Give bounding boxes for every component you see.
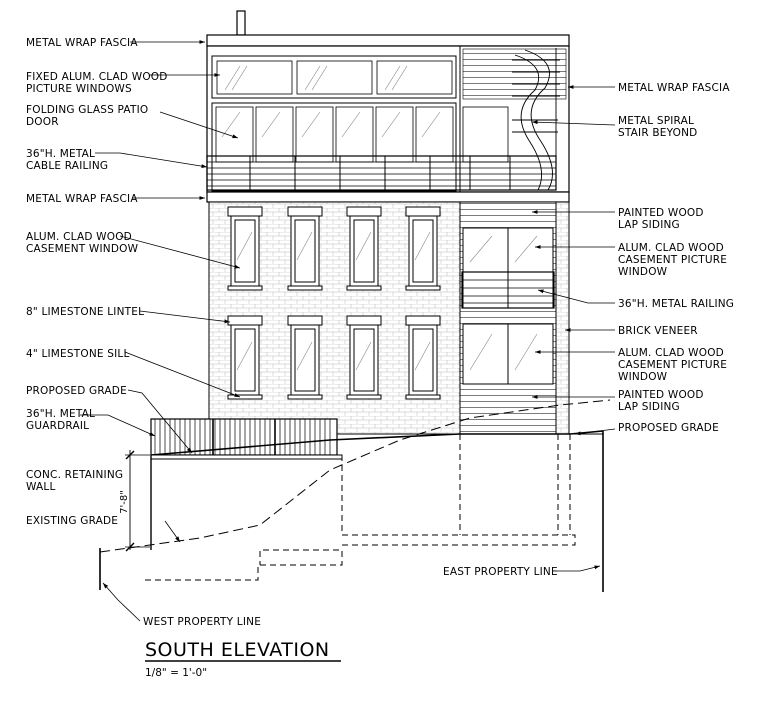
right-metal-railing: [461, 271, 555, 309]
label-patio-door-2: DOOR: [26, 116, 59, 128]
label-sill: 4" LIMESTONE SILL: [26, 348, 130, 360]
label-patio-door-1: FOLDING GLASS PATIO: [26, 104, 148, 116]
callout-labels: METAL WRAP FASCIA FIXED ALUM. CLAD WOOD …: [26, 37, 734, 628]
dimension-label: 7'-8": [119, 490, 130, 514]
title-block: SOUTH ELEVATION 1/8" = 1'-0": [145, 639, 341, 679]
metal-guardrail: [150, 418, 338, 456]
label-casement-1: ALUM. CLAD WOOD: [26, 231, 132, 243]
label-metal-railing: 36"H. METAL RAILING: [618, 298, 734, 310]
label-lap-siding-top-1: PAINTED WOOD: [618, 207, 704, 219]
label-casement-picture-top-3: WINDOW: [618, 266, 668, 278]
label-east-property-line: EAST PROPERTY LINE: [443, 566, 558, 578]
label-cable-railing-1: 36"H. METAL: [26, 148, 95, 160]
label-existing-grade: EXISTING GRADE: [26, 515, 118, 527]
height-dimension: 7'-8": [119, 450, 150, 552]
label-casement-picture-bottom-2: CASEMENT PICTURE: [618, 359, 727, 371]
label-casement-picture-top-2: CASEMENT PICTURE: [618, 254, 727, 266]
label-guardrail-2: GUARDRAIL: [26, 420, 89, 432]
vent-pipe: [236, 10, 246, 36]
cable-railing: [206, 155, 557, 191]
casement-picture-windows: [462, 227, 554, 385]
folding-patio-door: [211, 102, 457, 192]
drawing-scale: 1/8" = 1'-0": [145, 667, 207, 679]
label-lap-siding-bottom-1: PAINTED WOOD: [618, 389, 704, 401]
label-metal-wrap-fascia-mid: METAL WRAP FASCIA: [26, 193, 138, 205]
label-retaining-wall-1: CONC. RETAINING: [26, 469, 123, 481]
label-proposed-grade-right: PROPOSED GRADE: [618, 422, 719, 434]
top-fascia: [206, 34, 570, 47]
casement-windows-lower: [227, 315, 441, 400]
drawing-title: SOUTH ELEVATION: [145, 639, 330, 661]
label-casement-picture-top-1: ALUM. CLAD WOOD: [618, 242, 724, 254]
picture-windows: [211, 55, 457, 99]
spiral-stair: [512, 48, 560, 191]
building: [206, 10, 570, 435]
label-metal-wrap-fascia-top: METAL WRAP FASCIA: [26, 37, 138, 49]
label-metal-wrap-fascia-right: METAL WRAP FASCIA: [618, 82, 730, 94]
casement-windows-upper: [227, 206, 441, 291]
label-casement-picture-bottom-3: WINDOW: [618, 371, 668, 383]
label-picture-windows-2: PICTURE WINDOWS: [26, 83, 132, 95]
label-spiral-stair-2: STAIR BEYOND: [618, 127, 697, 139]
stair-siding: [462, 48, 567, 100]
label-casement-picture-bottom-1: ALUM. CLAD WOOD: [618, 347, 724, 359]
label-proposed-grade-left: PROPOSED GRADE: [26, 385, 127, 397]
label-lap-siding-top-2: LAP SIDING: [618, 219, 680, 231]
mid-fascia: [206, 191, 570, 203]
label-brick-veneer: BRICK VENEER: [618, 325, 698, 337]
label-picture-windows-1: FIXED ALUM. CLAD WOOD: [26, 71, 168, 83]
label-retaining-wall-2: WALL: [26, 481, 56, 493]
label-guardrail-1: 36"H. METAL: [26, 408, 95, 420]
label-casement-2: CASEMENT WINDOW: [26, 243, 139, 255]
label-lintel: 8" LIMESTONE LINTEL: [26, 306, 144, 318]
label-lap-siding-bottom-2: LAP SIDING: [618, 401, 680, 413]
label-cable-railing-2: CABLE RAILING: [26, 160, 108, 172]
label-spiral-stair-1: METAL SPIRAL: [618, 115, 694, 127]
label-west-property-line: WEST PROPERTY LINE: [143, 616, 261, 628]
